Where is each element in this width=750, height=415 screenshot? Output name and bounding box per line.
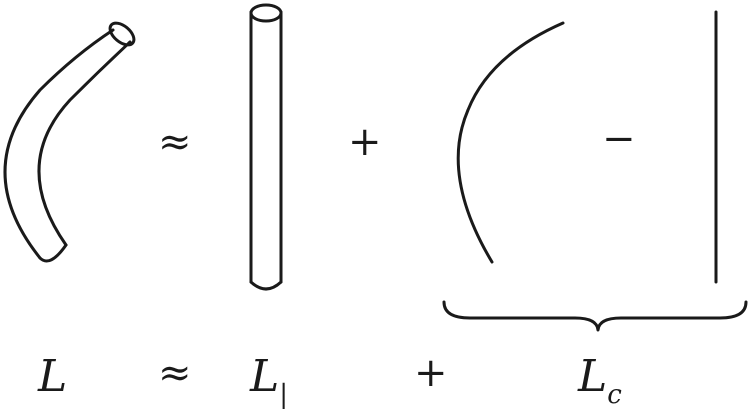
plus-symbol-bottom: + [414,350,448,396]
minus-symbol-top: − [602,116,636,162]
approx-symbol-top: ≈ [158,119,192,165]
label-L-parallel: L| [250,355,288,409]
curved-line [456,21,565,264]
label-L: L [38,351,68,402]
label-L-parallel-sub: | [279,380,288,410]
curved-tube [3,21,136,263]
label-L-c-base: L [578,351,608,402]
approx-symbol-bottom: ≈ [158,350,192,396]
plus-symbol-top: + [348,119,382,165]
label-L-parallel-base: L [250,351,280,402]
label-L-c: Lc [578,355,622,409]
label-L-c-sub: c [607,380,622,410]
straight-tube [249,3,283,291]
underbrace [442,300,748,332]
